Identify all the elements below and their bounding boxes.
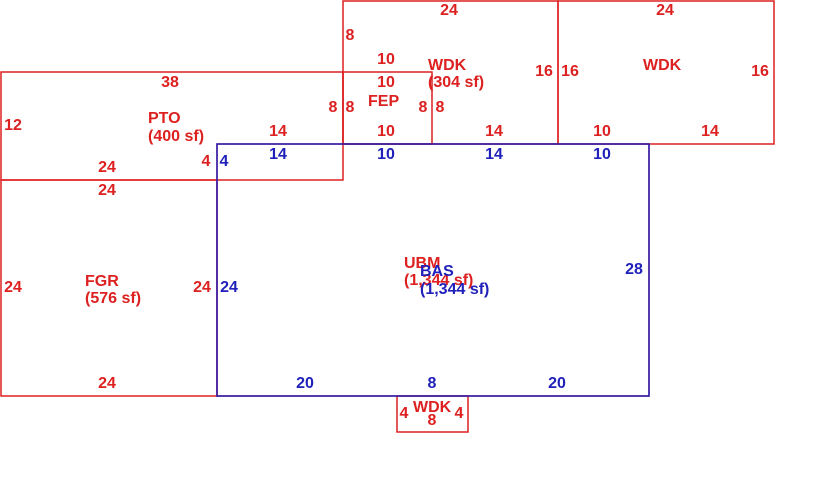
dim-wdk-bottom-left: 4 [400, 405, 409, 422]
dim-fgr-right: 24 [193, 279, 211, 296]
fgr-area: (576 sf) [85, 290, 141, 307]
dim-fep-bottom: 10 [377, 123, 395, 140]
dim-bas-left: 24 [220, 279, 238, 296]
dim-wdk304-top: 24 [440, 2, 458, 19]
dim-wdk-bottom-right: 4 [455, 405, 464, 422]
dim-bas-bottom-b: 8 [428, 375, 437, 392]
dim-fep-left-out: 8 [329, 99, 338, 116]
dim-bas-bottom-a: 20 [296, 375, 314, 392]
dim-fgr-bottom: 24 [98, 375, 116, 392]
wdk-304-area: (304 sf) [428, 74, 484, 91]
dim-bas-left-small: 4 [220, 153, 229, 170]
dim-bas-top-b: 10 [377, 146, 395, 163]
dim-pto-left: 12 [4, 117, 22, 134]
dim-fep-top-a: 10 [377, 51, 395, 68]
dim-pto-bottom: 24 [98, 159, 116, 176]
dim-pto-right: 4 [202, 153, 211, 170]
wdk-right-outline [557, 0, 775, 145]
wdk-right-label: WDK [643, 57, 682, 74]
dim-wdk-right-bottom-b: 14 [701, 123, 719, 140]
bas-outline [216, 143, 650, 397]
dim-wdk-right-right: 16 [751, 63, 769, 80]
dim-wdk-bottom-bottom: 8 [428, 412, 437, 429]
dim-fep-right-out: 8 [436, 99, 445, 116]
dim-wdk304-bottom-seg: 14 [485, 123, 503, 140]
pto-label: PTO [148, 110, 181, 127]
dim-bas-top-a: 14 [269, 146, 287, 163]
ubm-area: (1,344 sf) [404, 272, 473, 289]
bas-area: (1,344 sf) [420, 281, 489, 298]
dim-bas-top-c: 14 [485, 146, 503, 163]
fep-label: FEP [368, 93, 399, 110]
wdk-bottom-label: WDK [413, 399, 452, 416]
fgr-label: FGR [85, 273, 119, 290]
dim-bas-right: 28 [625, 261, 643, 278]
dim-fgr-top: 24 [98, 182, 116, 199]
dim-fgr-left: 24 [4, 279, 22, 296]
dim-fep-top-b: 10 [377, 74, 395, 91]
bas-label: BAS [420, 263, 454, 280]
wdk-304-label: WDK [428, 57, 467, 74]
dim-pto-bottom-seg: 14 [269, 123, 287, 140]
dim-wdk304-right: 16 [535, 63, 553, 80]
dim-wdk-right-left: 16 [561, 63, 579, 80]
dim-bas-bottom-c: 20 [548, 375, 566, 392]
dim-fep-right-in: 8 [419, 99, 428, 116]
dim-bas-top-d: 10 [593, 146, 611, 163]
pto-area: (400 sf) [148, 128, 204, 145]
ubm-label: UBM [404, 255, 440, 272]
dim-pto-top: 38 [161, 74, 179, 91]
dim-wdk304-left: 8 [346, 27, 355, 44]
dim-fep-left-in: 8 [346, 99, 355, 116]
dim-wdk-right-top: 24 [656, 2, 674, 19]
dim-wdk-right-bottom-a: 10 [593, 123, 611, 140]
